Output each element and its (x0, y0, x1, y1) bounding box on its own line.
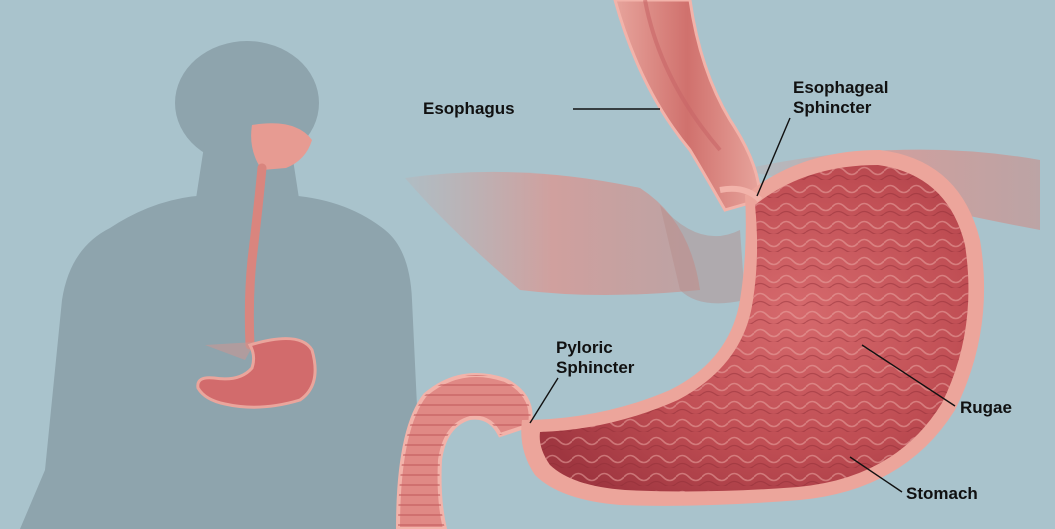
esophagus-label: Esophagus (423, 99, 515, 119)
stomach-label: Stomach (906, 484, 978, 504)
human-silhouette (20, 41, 425, 529)
esophageal-sphincter-label-line1: Esophageal (793, 78, 888, 98)
rugae-label: Rugae (960, 398, 1012, 418)
pyloric-sphincter-label: Pyloric Sphincter (556, 338, 634, 378)
pyloric-sphincter-label-line2: Sphincter (556, 358, 634, 378)
esophagus-tube (615, 0, 760, 210)
esophageal-sphincter-label: Esophageal Sphincter (793, 78, 888, 118)
duodenum (398, 375, 531, 529)
pyloric-sphincter-leader-line (530, 378, 558, 423)
pyloric-sphincter-label-line1: Pyloric (556, 338, 634, 358)
esophageal-sphincter-label-line2: Sphincter (793, 98, 888, 118)
